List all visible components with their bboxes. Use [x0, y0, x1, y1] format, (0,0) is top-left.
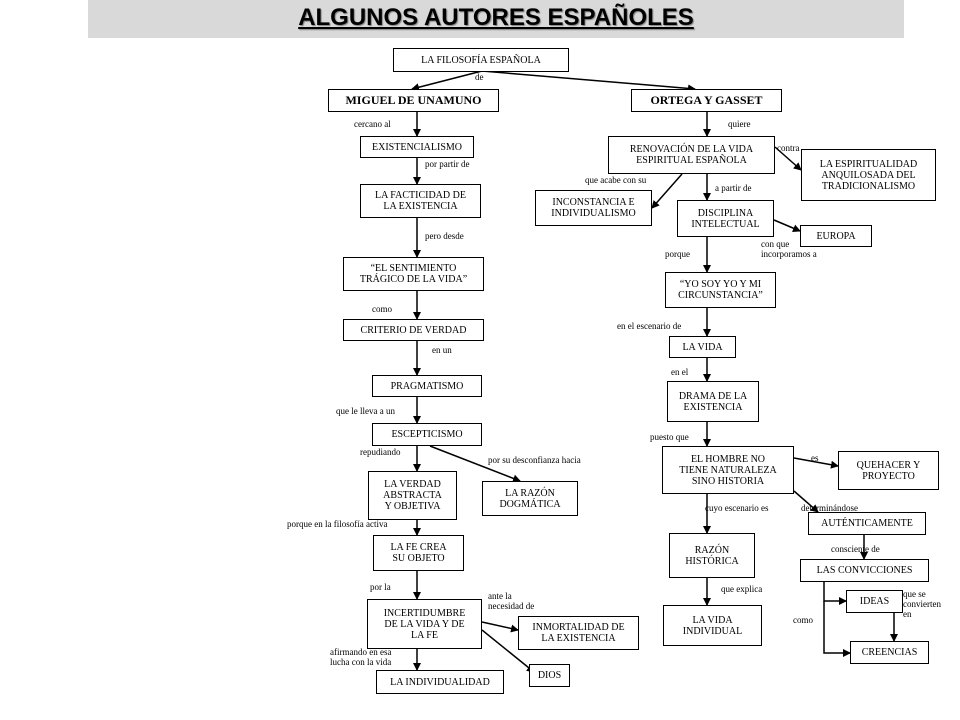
label-cercano-al: cercano al — [354, 119, 391, 129]
node-razon-dogmatica: LA RAZÓN DOGMÁTICA — [482, 481, 578, 516]
label-cuyo-escenario: cuyo escenario es — [705, 503, 769, 513]
label-quiere: quiere — [728, 119, 751, 129]
node-pragmatismo: PRAGMATISMO — [372, 375, 482, 397]
node-europa: EUROPA — [800, 225, 872, 247]
label-que-explica: que explica — [721, 584, 763, 594]
node-individualidad: LA INDIVIDUALIDAD — [376, 670, 504, 694]
node-facticidad: LA FACTICIDAD DE LA EXISTENCIA — [360, 184, 481, 218]
edge-filosofia-ortega — [481, 70, 696, 93]
edge-convicciones-ideas — [823, 582, 847, 605]
label-en-el-escenario: en el escenario de — [617, 321, 682, 331]
label-puesto-que: puesto que — [650, 432, 689, 442]
label-repudiando: repudiando — [360, 447, 401, 457]
edge-convicciones-creencias — [823, 601, 851, 657]
label-de: de — [475, 72, 484, 82]
node-verdad-abstracta: LA VERDAD ABSTRACTA Y OBJETIVA — [368, 471, 457, 520]
edge-hombre-quehacer — [793, 457, 839, 469]
label-es: es — [811, 453, 819, 463]
node-autenticamente: AUTÉNTICAMENTE — [808, 512, 926, 535]
node-vida-individual: LA VIDA INDIVIDUAL — [663, 605, 762, 646]
label-en-un: en un — [432, 345, 452, 355]
node-las-convicciones: LAS CONVICCIONES — [800, 559, 929, 582]
node-existencialismo: EXISTENCIALISMO — [360, 136, 474, 158]
node-hombre-historia: EL HOMBRE NO TIENE NATURALEZA SINO HISTO… — [662, 446, 794, 494]
node-la-vida: LA VIDA — [669, 336, 736, 358]
node-drama-de-la-existencia: DRAMA DE LA EXISTENCIA — [667, 381, 759, 422]
node-espiritualidad-anquilosada: LA ESPIRITUALIDAD ANQUILOSADA DEL TRADIC… — [801, 149, 936, 201]
label-pero-desde: pero desde — [425, 231, 464, 241]
label-porque: porque — [665, 249, 690, 259]
node-ideas: IDEAS — [846, 590, 903, 613]
label-como: como — [372, 304, 392, 314]
diagram-title: ALGUNOS AUTORES ESPAÑOLES — [298, 4, 694, 31]
label-que-acabe: que acabe con su — [585, 175, 647, 185]
node-sentimiento-tragico: “EL SENTIMIENTO TRÁGICO DE LA VIDA” — [343, 257, 484, 291]
label-contra: contra — [777, 143, 800, 153]
label-determinandose: determinándose — [801, 503, 858, 513]
label-con-que: con que incorporamos a — [761, 239, 817, 259]
node-dios: DIOS — [529, 664, 570, 687]
node-inmortalidad: INMORTALIDAD DE LA EXISTENCIA — [518, 616, 639, 650]
edge-filosofia-unamuno — [411, 70, 483, 92]
node-escepticismo: ESCEPTICISMO — [372, 423, 482, 446]
node-criterio-de-verdad: CRITERIO DE VERDAD — [343, 319, 484, 341]
node-ortega-y-gasset: ORTEGA Y GASSET — [631, 89, 782, 112]
node-quehacer-y-proyecto: QUEHACER Y PROYECTO — [838, 451, 939, 490]
node-miguel-de-unamuno: MIGUEL DE UNAMUNO — [328, 89, 499, 112]
label-que-le-lleva: que le lleva a un — [336, 406, 395, 416]
label-porque-en-la-filosofia: porque en la filosofía activa — [287, 519, 388, 529]
node-fe-crea-su-objeto: LA FE CREA SU OBJETO — [373, 535, 464, 571]
edge-incertidumbre-dios — [481, 629, 535, 673]
edge-hombre-autenticamente — [793, 490, 819, 513]
label-afirmando: afirmando en esa lucha con la vida — [330, 647, 392, 667]
label-ante-la-necesidad: ante la necesidad de — [488, 591, 535, 611]
node-renovacion: RENOVACIÓN DE LA VIDA ESPIRITUAL ESPAÑOL… — [608, 136, 775, 174]
label-consciente-de: consciente de — [831, 544, 880, 554]
label-que-se-convierten: que se convierten en — [903, 589, 941, 619]
edge-renovacion-espiritualidad — [774, 146, 802, 171]
edge-incertidumbre-inmortalidad — [481, 621, 519, 633]
label-por-su-desconfianza: por su desconfianza hacia — [488, 455, 581, 465]
node-inconstancia: INCONSTANCIA E INDIVIDUALISMO — [535, 190, 652, 226]
label-por-partir-de: por partir de — [425, 159, 470, 169]
node-filosofia-espanola: LA FILOSOFÍA ESPAÑOLA — [393, 48, 569, 72]
node-razon-historica: RAZÓN HISTÓRICA — [669, 533, 755, 578]
node-disciplina-intelectual: DISCIPLINA INTELECTUAL — [677, 200, 774, 237]
title-banner: ALGUNOS AUTORES ESPAÑOLES — [88, 0, 904, 38]
label-a-partir-de: a partir de — [715, 183, 752, 193]
node-incertidumbre: INCERTIDUMBRE DE LA VIDA Y DE LA FE — [367, 599, 482, 649]
label-como-creencias: como — [793, 615, 813, 625]
node-yo-soy-yo: “YO SOY YO Y MI CIRCUNSTANCIA” — [665, 272, 776, 308]
edge-disciplina-europa — [773, 219, 801, 232]
node-creencias: CREENCIAS — [850, 641, 929, 664]
edge-escepticismo-razon — [429, 445, 521, 483]
label-en-el: en el — [671, 367, 689, 377]
edge-renovacion-inconstancia — [651, 173, 683, 209]
label-por-la: por la — [370, 582, 391, 592]
